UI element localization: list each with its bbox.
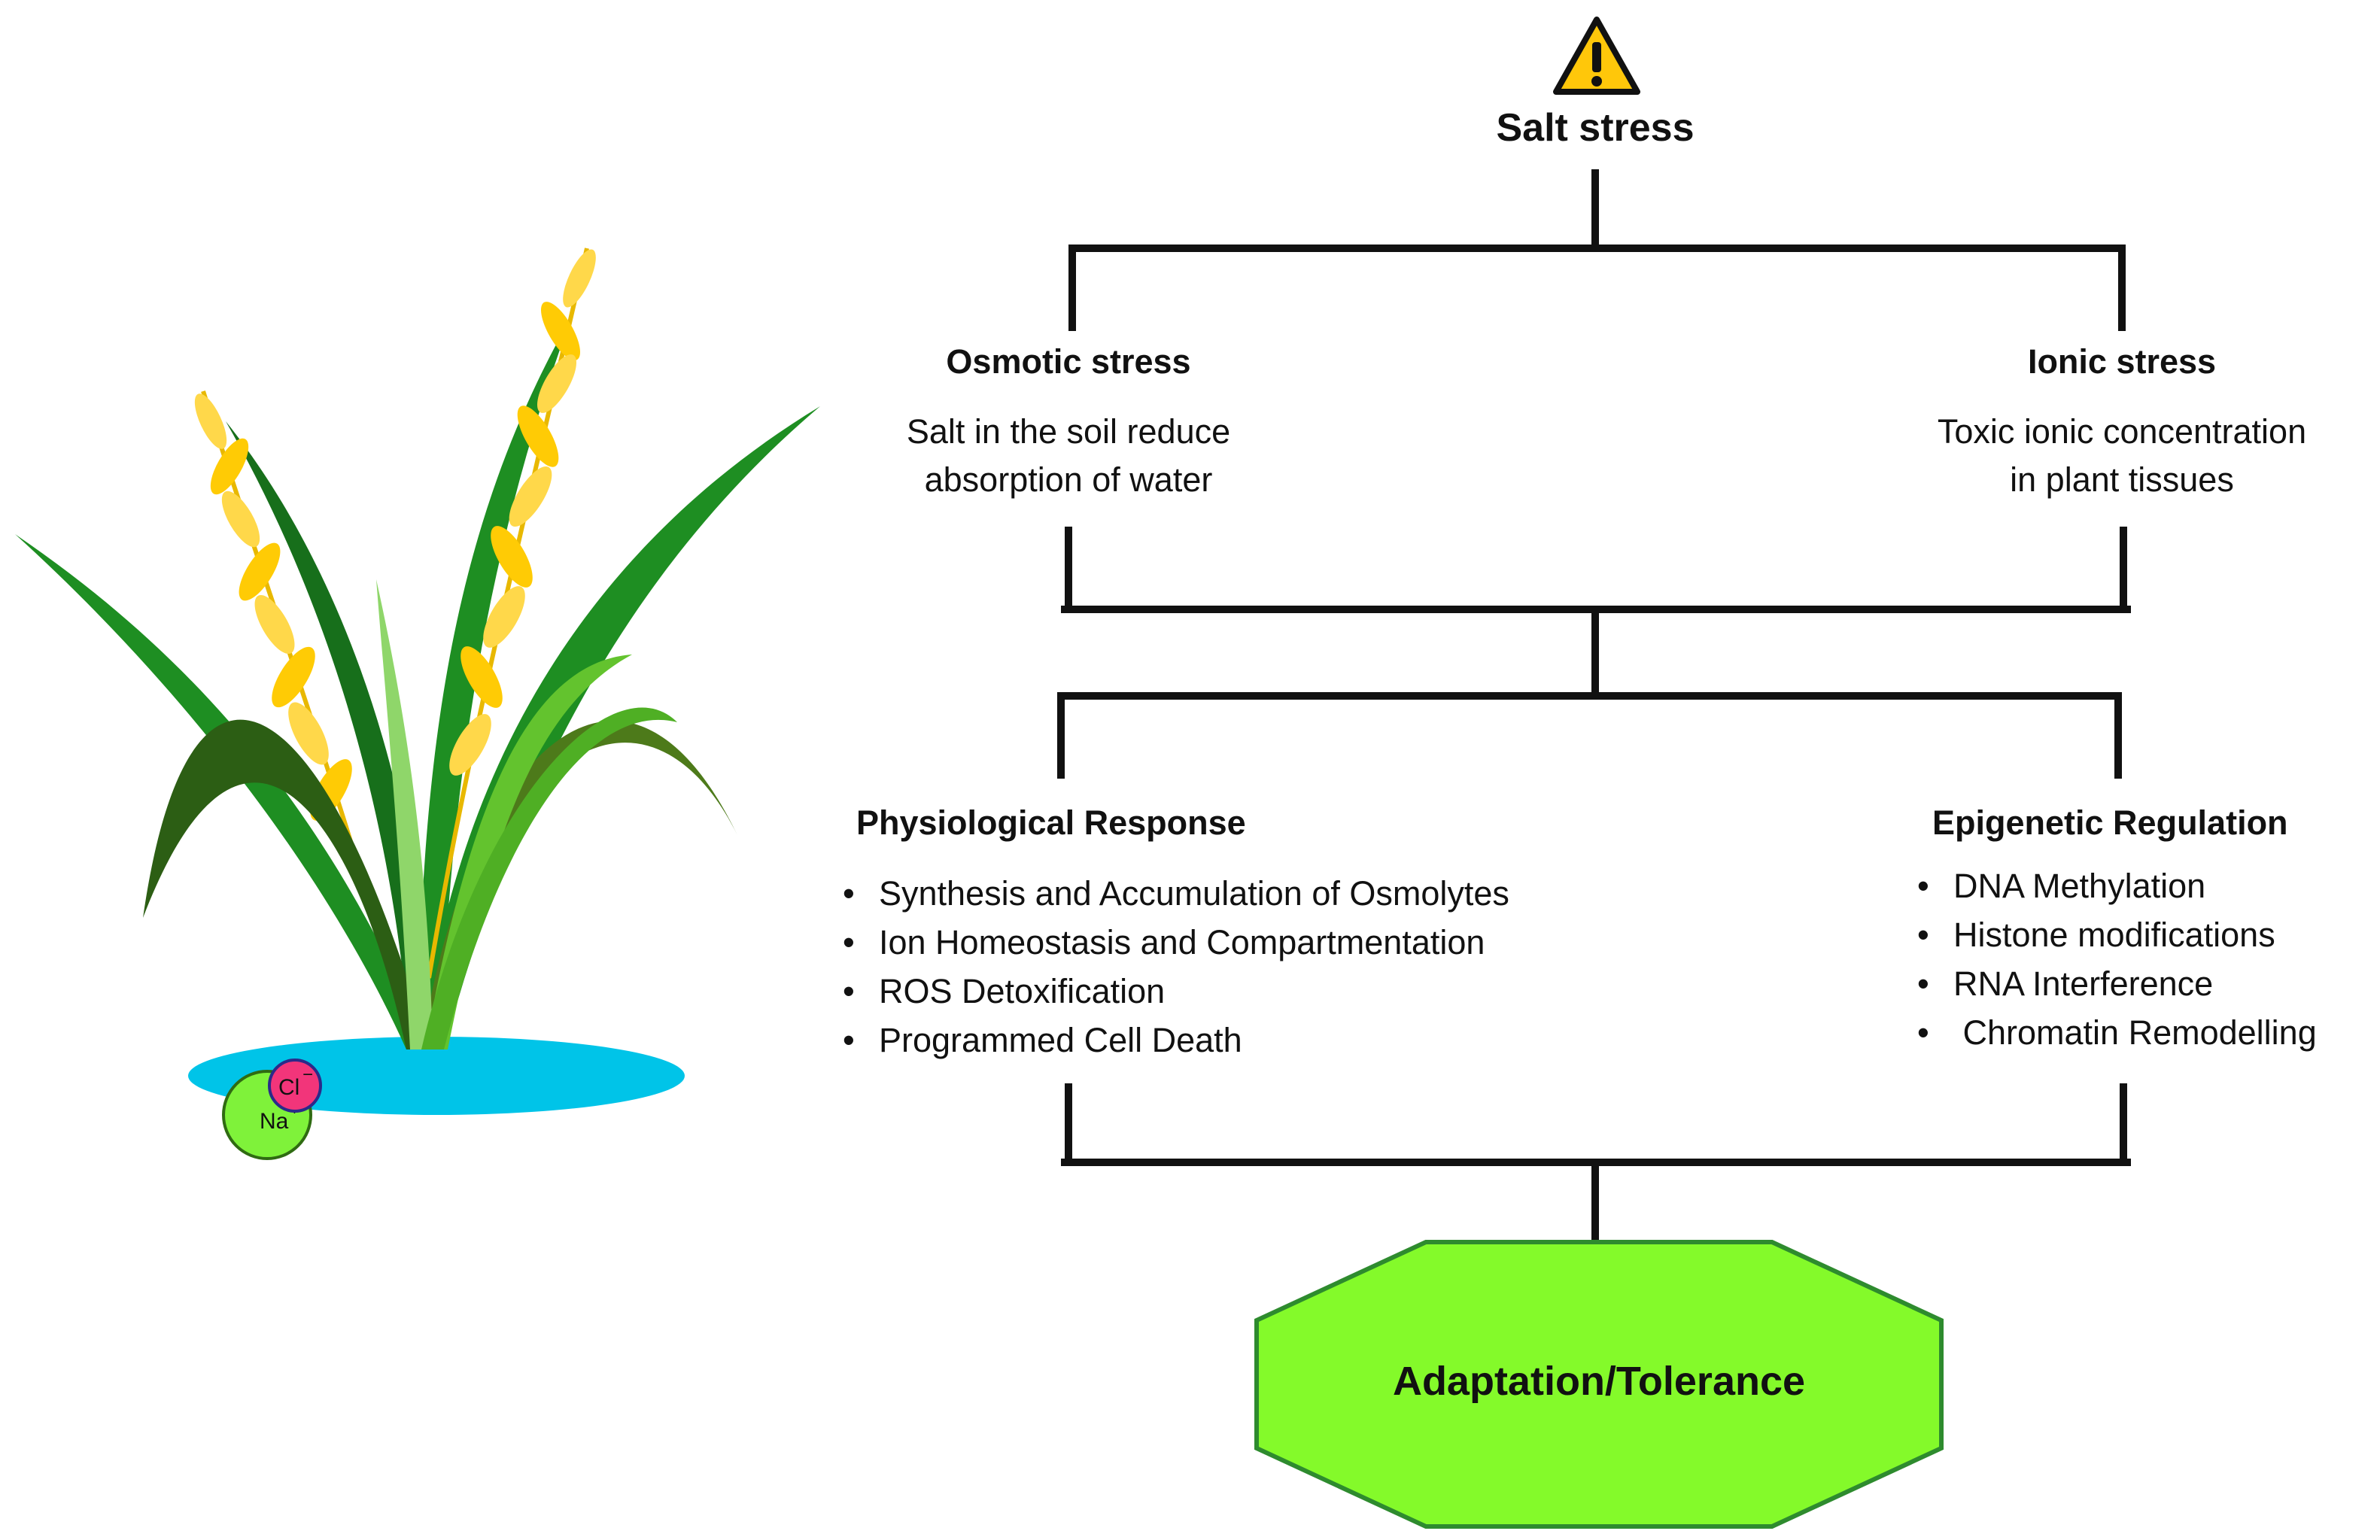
adaptation-octagon	[1254, 1240, 1944, 1529]
connector-response-merge	[1061, 1083, 2131, 1249]
salt-stress-title: Salt stress	[1496, 106, 1695, 150]
svg-text:Cl: Cl	[278, 1075, 299, 1100]
plant-leaf	[376, 579, 433, 1049]
osmotic-stress-description: Salt in the soil reduce absorption of wa…	[906, 412, 1231, 499]
connector-response-split	[1057, 692, 2122, 779]
epigenetic-regulation-heading: Epigenetic Regulation	[1932, 803, 2288, 842]
list-item: Programmed Cell Death	[841, 1016, 1509, 1065]
plant-leaf	[418, 316, 572, 1049]
list-item: Chromatin Remodelling	[1916, 1008, 2317, 1057]
physiological-response-list: Synthesis and Accumulation of Osmolytes …	[841, 869, 1509, 1065]
connector-stress-merge	[1061, 527, 2131, 696]
rice-panicle-left	[194, 390, 394, 979]
list-item: Ion Homeostasis and Compartmentation	[841, 918, 1509, 967]
list-item: RNA Interference	[1916, 959, 2317, 1008]
rice-plant-illustration: Na + Cl −	[15, 248, 820, 1160]
rice-panicle-right	[427, 248, 596, 979]
osmotic-stress-heading: Osmotic stress	[946, 342, 1191, 381]
list-item: Synthesis and Accumulation of Osmolytes	[841, 869, 1509, 918]
physiological-response-heading: Physiological Response	[856, 803, 1246, 842]
connector-top-split	[1068, 169, 2126, 331]
plant-leaf	[143, 719, 429, 1049]
ionic-stress-description: Toxic ionic concentration in plant tissu…	[1937, 412, 2307, 499]
svg-text:Na: Na	[260, 1109, 289, 1134]
plant-leaf	[15, 534, 429, 1049]
epigenetic-regulation-list: DNA Methylation Histone modifications RN…	[1916, 861, 2317, 1057]
list-item: DNA Methylation	[1916, 861, 2317, 910]
warning-icon	[1553, 17, 1640, 95]
adaptation-tolerance-label: Adaptation/Tolerance	[1392, 1359, 1806, 1404]
list-item: Histone modifications	[1916, 910, 2317, 959]
svg-text:−: −	[302, 1065, 313, 1085]
ionic-stress-heading: Ionic stress	[2027, 342, 2217, 381]
plant-leaf	[421, 707, 677, 1049]
chloride-ion: Cl −	[268, 1059, 322, 1113]
list-item: ROS Detoxification	[841, 967, 1509, 1016]
